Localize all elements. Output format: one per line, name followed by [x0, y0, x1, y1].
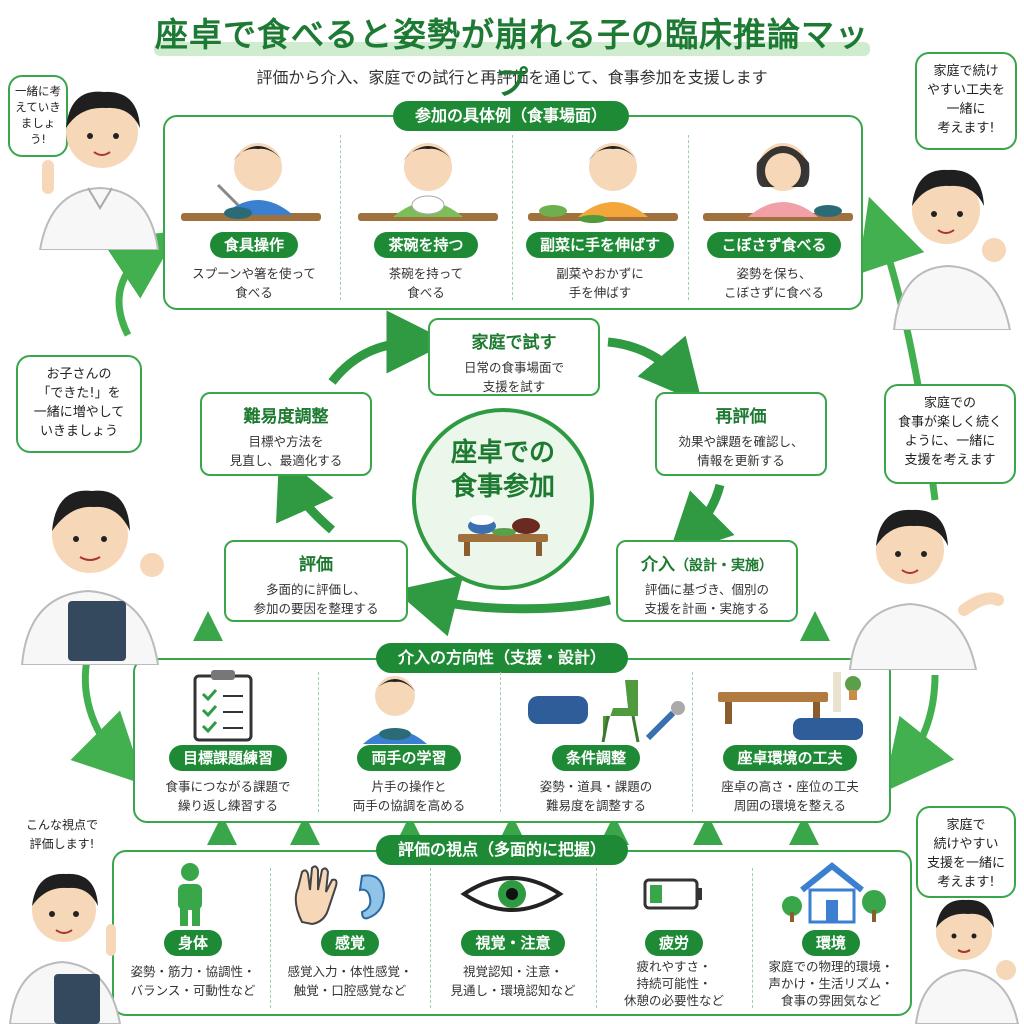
therapist-top-right-icon: [892, 169, 1012, 330]
child-holding-bowl-icon: [358, 143, 498, 221]
participation-item-utensil: 食具操作 スプーンや箸を使って食べる: [168, 232, 340, 302]
clipboard-checklist-icon: [193, 670, 253, 742]
direction-item-condition-adjust: 条件調整 姿勢・道具・課題の難易度を調整する: [500, 745, 692, 815]
viewpoint-item-vision-attention: 視覚・注意 視覚認知・注意・見通し・環境認知など: [430, 930, 596, 1000]
therapist-top-left-icon: [38, 91, 160, 250]
viewpoint-illustrations: [178, 862, 886, 926]
participation-item-bowl: 茶碗を持つ 茶碗を持って食べる: [340, 232, 512, 302]
cycle-intervention: 介入（設計・実施） 評価に基づき、個別の支援を計画・実施する: [616, 540, 798, 622]
center-meal-participation: 座卓での食事参加: [412, 408, 594, 590]
child-two-hands-icon: [363, 676, 427, 744]
direction-illustrations: [193, 670, 863, 744]
child-reaching-dish-icon: [528, 143, 678, 223]
direction-item-bimanual: 両手の学習 片手の操作と両手の協調を高める: [318, 745, 500, 815]
viewpoint-item-environment: 環境 家庭での物理的環境・声かけ・生活リズム・食事の雰囲気など: [752, 930, 910, 1009]
page-subtitle: 評価から介入、家庭での試行と再評価を通じて、食事参加を支援します: [256, 68, 768, 87]
participation-item-no-spill: こぼさず食べる 姿勢を保ち、こぼさずに食べる: [688, 232, 860, 302]
cycle-arrow-evaluation-difficulty: [276, 453, 335, 534]
speech-bubble-top-right: 家庭で続けやすい工夫を一緒に考えます!: [915, 52, 1017, 150]
outer-arrow-right-down: [883, 674, 955, 793]
child-eating-neatly-icon: [703, 143, 853, 221]
direction-panel: [133, 658, 891, 823]
viewpoint-panel-label: 評価の視点（多面的に把握）: [376, 835, 629, 865]
direction-item-goal-practice: 目標課題練習 食事につながる課題で繰り返し練習する: [138, 745, 318, 815]
viewpoint-item-fatigue: 疲労 疲れやすさ・持続可能性・休憩の必要性など: [596, 930, 752, 1009]
cycle-arrow-difficulty-home: [328, 310, 450, 385]
cycle-arrow-intervention-evaluation: [394, 575, 612, 637]
therapist-bottom-right-icon: [914, 899, 1020, 1024]
cycle-home-trial: 家庭で試す 日常の食事場面で支援を試す: [428, 318, 600, 396]
viewpoint-item-sensory: 感覚 感覚入力・体性感覚・触覚・口腔感覚など: [270, 930, 430, 1000]
low-table-cushion-icon: [718, 672, 863, 740]
child-eating-spoon-icon: [181, 143, 321, 221]
house-tree-icon: [782, 862, 886, 924]
speech-bubble-middle-right: 家庭での食事が楽しく続くように、一緒に支援を考えます: [884, 384, 1016, 484]
cycle-reevaluation: 再評価 効果や課題を確認し、情報を更新する: [655, 392, 827, 476]
participation-illustrations: [181, 143, 853, 223]
viewpoint-item-body: 身体 姿勢・筋力・協調性・バランス・可動性など: [116, 930, 270, 1000]
body-figure-icon: [178, 863, 202, 926]
speech-bubble-bottom-left: こんな視点で評価します!: [10, 808, 114, 860]
eye-icon: [460, 876, 564, 912]
speech-bubble-bottom-right: 家庭で続けやすい支援を一緒に考えます!: [916, 806, 1016, 898]
cycle-arrow-reeval-intervention: [667, 483, 735, 558]
speech-bubble-middle-left: お子さんの「できた!」を一緒に増やしていきましょう: [16, 355, 142, 453]
outer-arrow-left-up: [101, 230, 180, 337]
cycle-evaluation: 評価 多面的に評価し、参加の要因を整理する: [224, 540, 408, 622]
battery-icon: [643, 878, 702, 910]
therapist-bottom-left-icon: [8, 873, 122, 1024]
cycle-difficulty-adjust: 難易度調整 目標や方法を見直し、最適化する: [200, 392, 372, 476]
cycle-arrow-home-reeval: [607, 335, 703, 404]
cushion-chair-spoon-icon: [528, 680, 685, 743]
participation-panel-label: 参加の具体例（食事場面）: [393, 101, 630, 131]
outer-arrow-left-down: [70, 654, 145, 785]
page-title: 座卓で食べると姿勢が崩れる子の臨床推論マップ: [154, 15, 870, 102]
direction-item-table-environment: 座卓環境の工夫 座卓の高さ・座位の工夫周囲の環境を整える: [692, 745, 888, 815]
direction-panel-label: 介入の方向性（支援・設計）: [376, 643, 629, 673]
participation-item-reach: 副菜に手を伸ばす 副菜やおかずに手を伸ばす: [512, 232, 688, 302]
speech-bubble-top-left: 一緒に考えていきましょう!: [8, 75, 68, 157]
hand-and-ear-icon: [294, 865, 386, 926]
therapist-middle-left-icon: [20, 490, 164, 665]
low-table-meal-icon: [458, 515, 548, 556]
therapist-middle-right-icon: [848, 509, 1004, 670]
